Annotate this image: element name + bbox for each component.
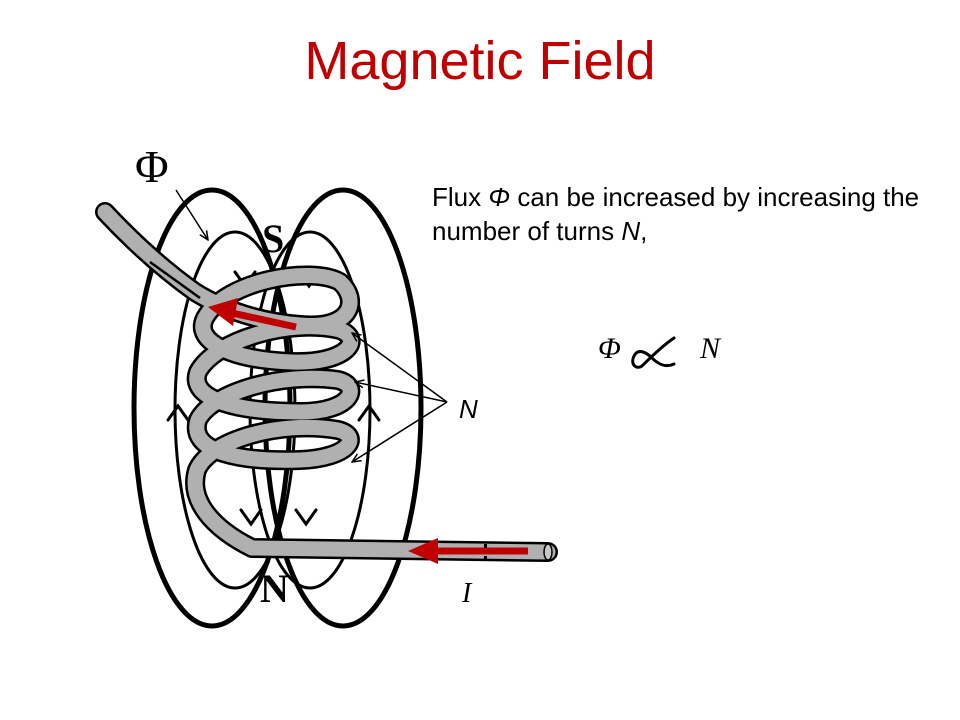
formula-n: N bbox=[700, 332, 721, 365]
current-tick-marks bbox=[484, 544, 487, 560]
proportionality-formula: Φ N bbox=[598, 332, 758, 372]
desc-phi: Φ bbox=[488, 182, 511, 212]
current-arrow-top bbox=[208, 298, 297, 331]
desc-part3: , bbox=[640, 216, 648, 246]
turns-pointer-lines bbox=[352, 333, 448, 462]
desc-part1: Flux bbox=[432, 182, 489, 212]
south-pole-label: S bbox=[262, 216, 284, 261]
flux-symbol-label: Φ bbox=[135, 141, 169, 192]
current-label: I bbox=[461, 578, 473, 609]
description-text: Flux Φ can be increased by increasing th… bbox=[432, 180, 932, 248]
coil-wire bbox=[95, 202, 558, 562]
formula-phi: Φ bbox=[598, 332, 621, 365]
desc-n: N bbox=[621, 216, 641, 246]
proportional-to-icon bbox=[631, 336, 676, 369]
slide-title: Magnetic Field bbox=[304, 31, 656, 91]
flux-pointer-line bbox=[175, 189, 208, 240]
turns-label: N bbox=[459, 394, 478, 424]
current-arrow-bottom bbox=[408, 538, 528, 564]
desc-part2: can be increased by increasing the numbe… bbox=[432, 182, 920, 246]
north-pole-label: N bbox=[260, 566, 289, 611]
